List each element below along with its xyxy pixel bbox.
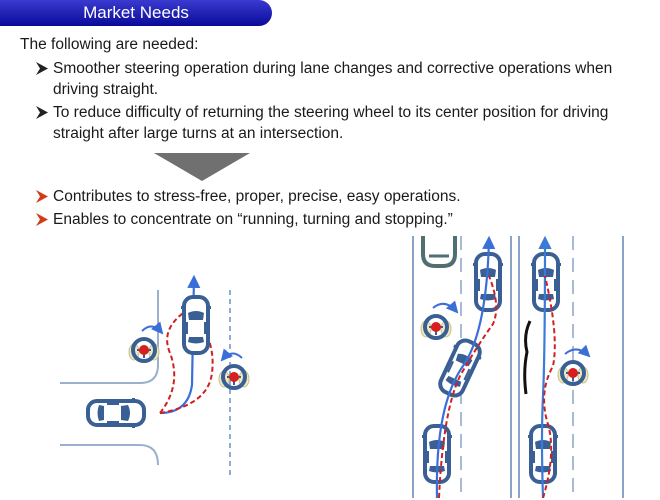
benefit-text: Contributes to stress-free, proper, prec… — [53, 188, 461, 205]
arrowhead-bullet-icon — [36, 62, 48, 75]
car-top-view-icon — [432, 334, 488, 402]
steering-wheel-icon — [556, 360, 590, 386]
list-item: To reduce difficulty of returning the st… — [36, 102, 646, 144]
section-header: Market Needs — [0, 0, 272, 26]
section-title: Market Needs — [83, 3, 189, 22]
arrowhead-bullet-icon — [36, 213, 48, 226]
benefits-list: Contributes to stress-free, proper, prec… — [36, 186, 646, 232]
down-triangle-arrow-icon — [154, 153, 250, 181]
list-item: Contributes to stress-free, proper, prec… — [36, 186, 646, 207]
steering-wheel-icon — [217, 364, 251, 390]
intro-text: The following are needed: — [20, 36, 199, 53]
intersection-turn-diagram — [60, 274, 251, 475]
need-text: Smoother steering operation during lane … — [53, 60, 613, 98]
benefit-text: Enables to concentrate on “running, turn… — [53, 211, 453, 228]
steering-wheel-icon — [419, 314, 453, 340]
arrowhead-bullet-icon — [36, 190, 48, 203]
needs-list: Smoother steering operation during lane … — [36, 58, 646, 146]
car-top-view-icon — [179, 295, 213, 355]
need-text: To reduce difficulty of returning the st… — [53, 104, 609, 142]
arrowhead-bullet-icon — [36, 106, 48, 119]
list-item: Enables to concentrate on “running, turn… — [36, 209, 646, 230]
list-item: Smoother steering operation during lane … — [36, 58, 646, 100]
lane-change-diagram — [412, 236, 624, 498]
car-top-view-icon — [86, 396, 146, 430]
steering-wheel-icon — [127, 337, 161, 363]
